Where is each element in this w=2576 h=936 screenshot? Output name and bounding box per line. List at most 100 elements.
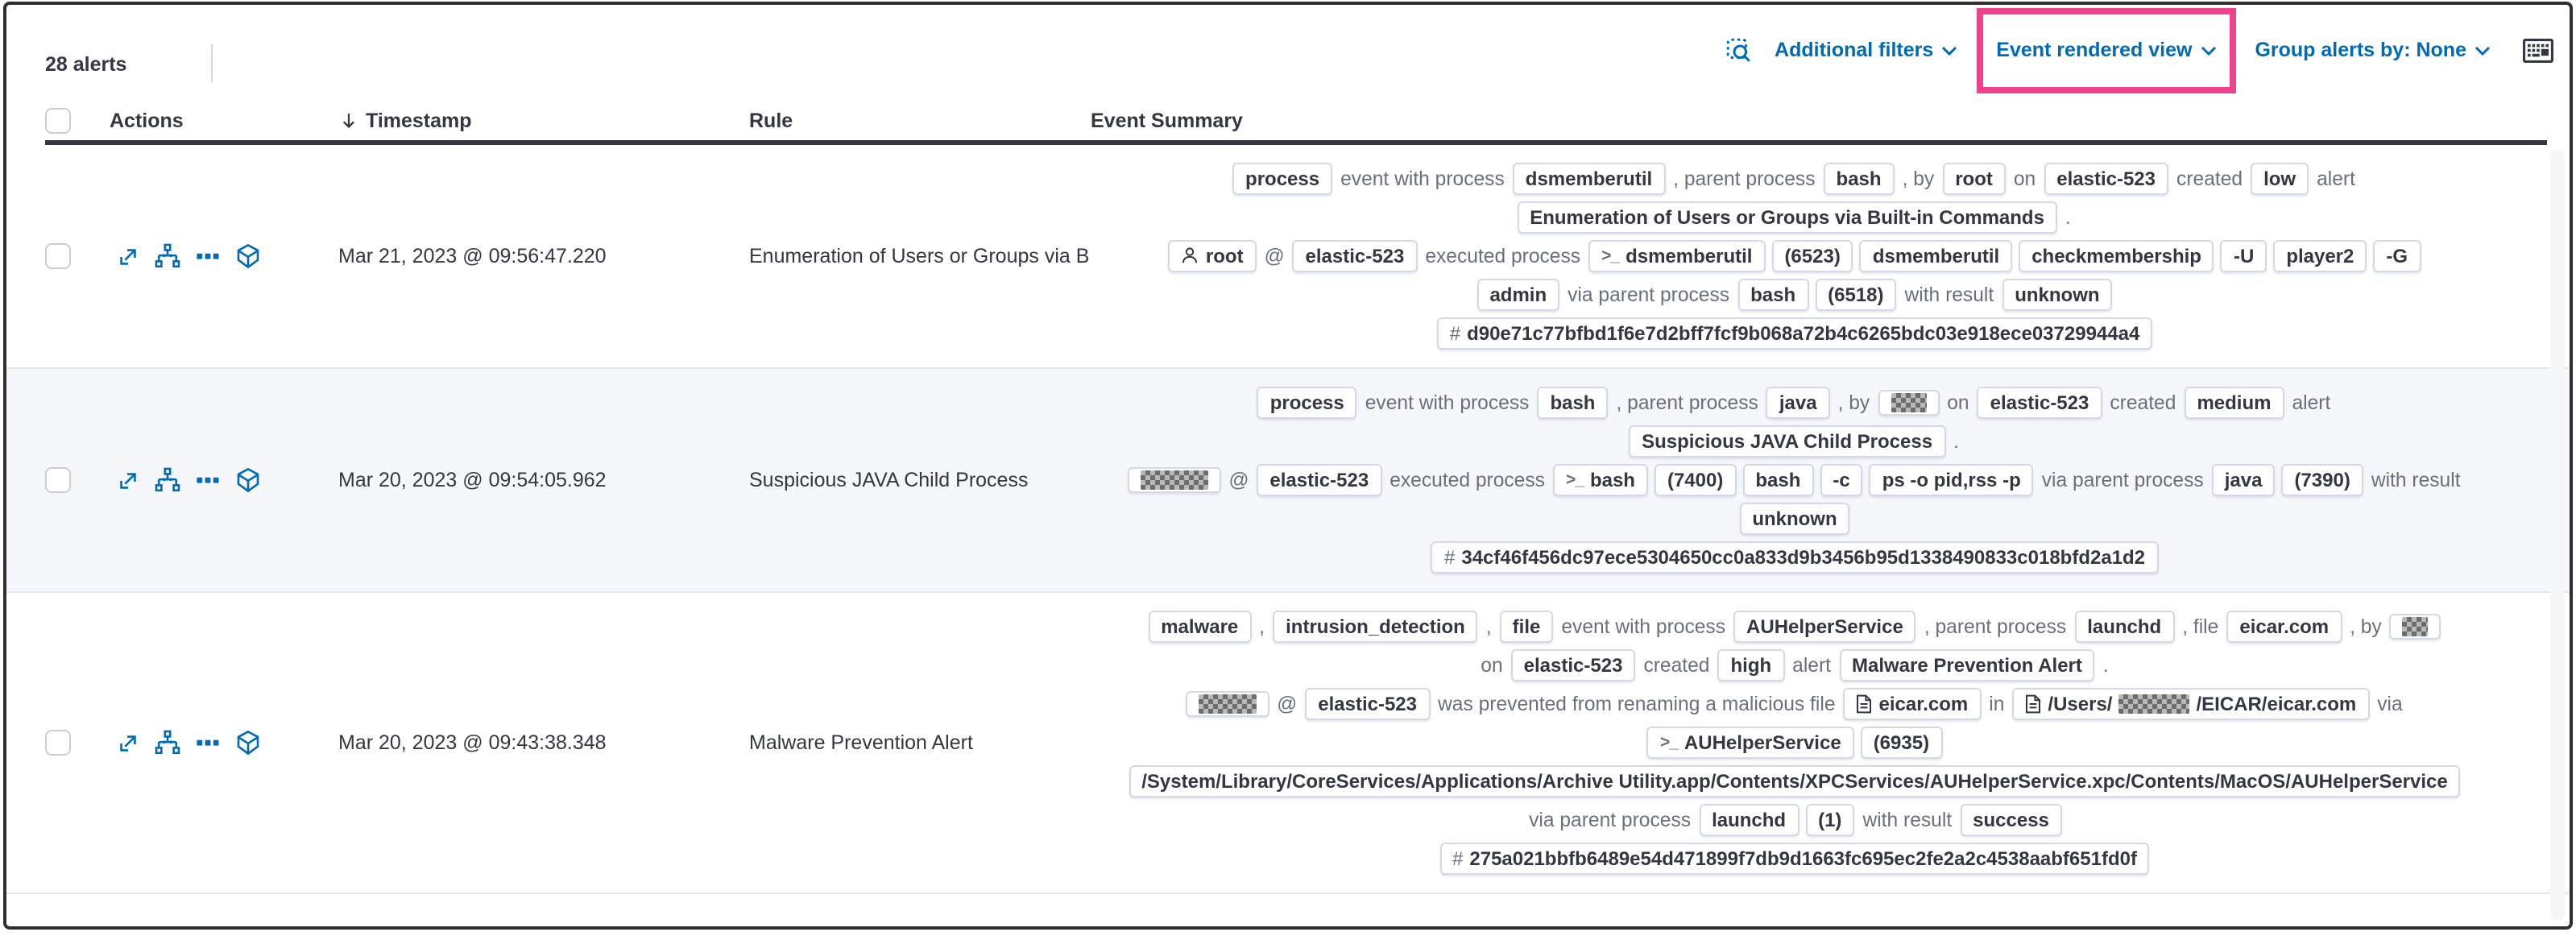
analyzer-icon[interactable]	[155, 730, 180, 756]
badge-text: launchd	[2087, 615, 2162, 638]
additional-filters-label: Additional filters	[1775, 39, 1934, 61]
row-checkbox[interactable]	[45, 730, 71, 756]
badge-text: 34cf46f456dc97ece5304650cc0a833d9b3456b9…	[1461, 545, 2146, 569]
badge-text: process	[1245, 167, 1320, 190]
alert-timestamp: Mar 20, 2023 @ 09:54:05.962	[338, 469, 607, 491]
badge-text: (6518)	[1828, 283, 1884, 306]
more-actions-icon[interactable]	[195, 243, 221, 269]
expand-icon[interactable]	[116, 468, 140, 492]
summary-badge: ps -o pid,rss -p	[1869, 463, 2034, 496]
badge-text: process	[1269, 391, 1344, 414]
column-header-event-summary: Event Summary	[1091, 109, 1243, 131]
summary-text: with result	[1862, 809, 1953, 831]
terminal-icon: >_	[1601, 246, 1620, 266]
more-actions-icon[interactable]	[195, 467, 221, 493]
badge-text: launchd	[1712, 808, 1787, 831]
file-icon	[2025, 694, 2041, 714]
expand-icon[interactable]	[116, 731, 140, 755]
summary-text: was prevented from renaming a malicious …	[1438, 693, 1836, 715]
more-actions-icon[interactable]	[195, 730, 221, 756]
select-all-checkbox[interactable]	[45, 107, 71, 133]
badge-text: dsmemberutil	[1626, 244, 1753, 267]
summary-text: alert	[2292, 391, 2331, 414]
row-checkbox[interactable]	[45, 243, 71, 269]
summary-badge: checkmembership	[2019, 239, 2214, 272]
summary-badge: #34cf46f456dc97ece5304650cc0a833d9b3456b…	[1431, 540, 2159, 574]
summary-badge: eicar.com	[2226, 610, 2342, 643]
badge-text: checkmembership	[2031, 244, 2201, 267]
badge-text: (7390)	[2294, 468, 2350, 491]
badge-text: dsmemberutil	[1525, 167, 1653, 190]
badge-text: /Users/	[2048, 692, 2113, 715]
chevron-down-icon	[2475, 45, 2491, 56]
summary-text: , parent process	[1673, 168, 1816, 190]
badge-text: medium	[2197, 391, 2272, 414]
summary-text: ,	[1259, 615, 1265, 638]
session-view-icon[interactable]	[235, 467, 261, 493]
badge-text: (1)	[1818, 808, 1842, 831]
summary-badge: root	[1168, 239, 1257, 272]
summary-badge: #275a021bbfb6489e54d471899f7db9d1663fc69…	[1439, 842, 2150, 875]
badge-text: bash	[1755, 468, 1801, 491]
session-view-icon[interactable]	[235, 243, 261, 269]
badge-text: success	[1973, 808, 2049, 831]
summary-badge: high	[1717, 648, 1785, 681]
summary-text: executed process	[1425, 245, 1581, 267]
row-checkbox[interactable]	[45, 467, 71, 493]
summary-text: on	[1947, 391, 1969, 414]
badge-text: Suspicious JAVA Child Process	[1642, 429, 1933, 453]
summary-badge: Malware Prevention Alert	[1839, 648, 2095, 681]
summary-text: via parent process	[2041, 469, 2204, 491]
summary-badge: (7390)	[2281, 463, 2363, 496]
badge-text: /EICAR/eicar.com	[2196, 692, 2357, 715]
summary-badge	[1185, 690, 1269, 717]
keyboard-shortcuts-icon[interactable]	[2523, 38, 2553, 62]
session-view-icon[interactable]	[235, 730, 261, 756]
badge-text: ps -o pid,rss -p	[1882, 468, 2021, 491]
expand-icon[interactable]	[116, 244, 140, 268]
event-summary-line: /System/Library/CoreServices/Application…	[1091, 762, 2499, 801]
alert-rule-name[interactable]: Suspicious JAVA Child Process	[749, 469, 1029, 491]
summary-text: via parent process	[1568, 284, 1730, 306]
badge-text: java	[2224, 468, 2263, 491]
alert-rule-name[interactable]: Malware Prevention Alert	[749, 731, 973, 754]
badge-text: bash	[1750, 283, 1796, 306]
timestamp-header-label: Timestamp	[366, 109, 472, 131]
hash-icon: #	[1452, 847, 1464, 870]
event-summary-line: >_AUHelperService(6935)	[1091, 723, 2499, 762]
event-summary-line: Enumeration of Users or Groups via Built…	[1091, 198, 2499, 237]
summary-text: in	[1989, 693, 2005, 715]
additional-filters-button[interactable]: Additional filters	[1775, 39, 1957, 61]
badge-text: elastic-523	[1990, 391, 2089, 414]
column-header-timestamp[interactable]: Timestamp	[338, 109, 749, 131]
summary-badge: player2	[2273, 239, 2367, 272]
summary-badge: (6523)	[1771, 239, 1853, 272]
summary-badge: malware	[1148, 610, 1252, 643]
badge-text: -U	[2233, 244, 2255, 267]
summary-text: via parent process	[1529, 809, 1692, 831]
summary-text: alert	[2317, 168, 2355, 190]
badge-text: 275a021bbfb6489e54d471899f7db9d1663fc695…	[1469, 847, 2137, 870]
summary-text: .	[2065, 206, 2071, 229]
group-alerts-button[interactable]: Group alerts by: None	[2255, 39, 2491, 61]
summary-badge: >_ dsmemberutil	[1588, 239, 1766, 272]
event-summary-line: unknown	[1091, 499, 2499, 538]
analyzer-icon[interactable]	[155, 467, 180, 493]
redacted-value	[2118, 694, 2190, 714]
summary-badge: unknown	[2002, 278, 2113, 311]
vertical-scrollbar[interactable]	[2550, 150, 2565, 920]
analyzer-icon[interactable]	[155, 243, 180, 269]
inspect-icon[interactable]	[1725, 36, 1752, 64]
view-selector-button[interactable]: Event rendered view	[1996, 39, 2216, 61]
alert-rule-name[interactable]: Enumeration of Users or Groups via Bui	[749, 245, 1091, 267]
hash-icon: #	[1449, 321, 1461, 345]
summary-badge: elastic-523	[1292, 239, 1418, 272]
summary-badge: (7400)	[1654, 463, 1737, 496]
badge-text: AUHelperService	[1746, 615, 1903, 638]
